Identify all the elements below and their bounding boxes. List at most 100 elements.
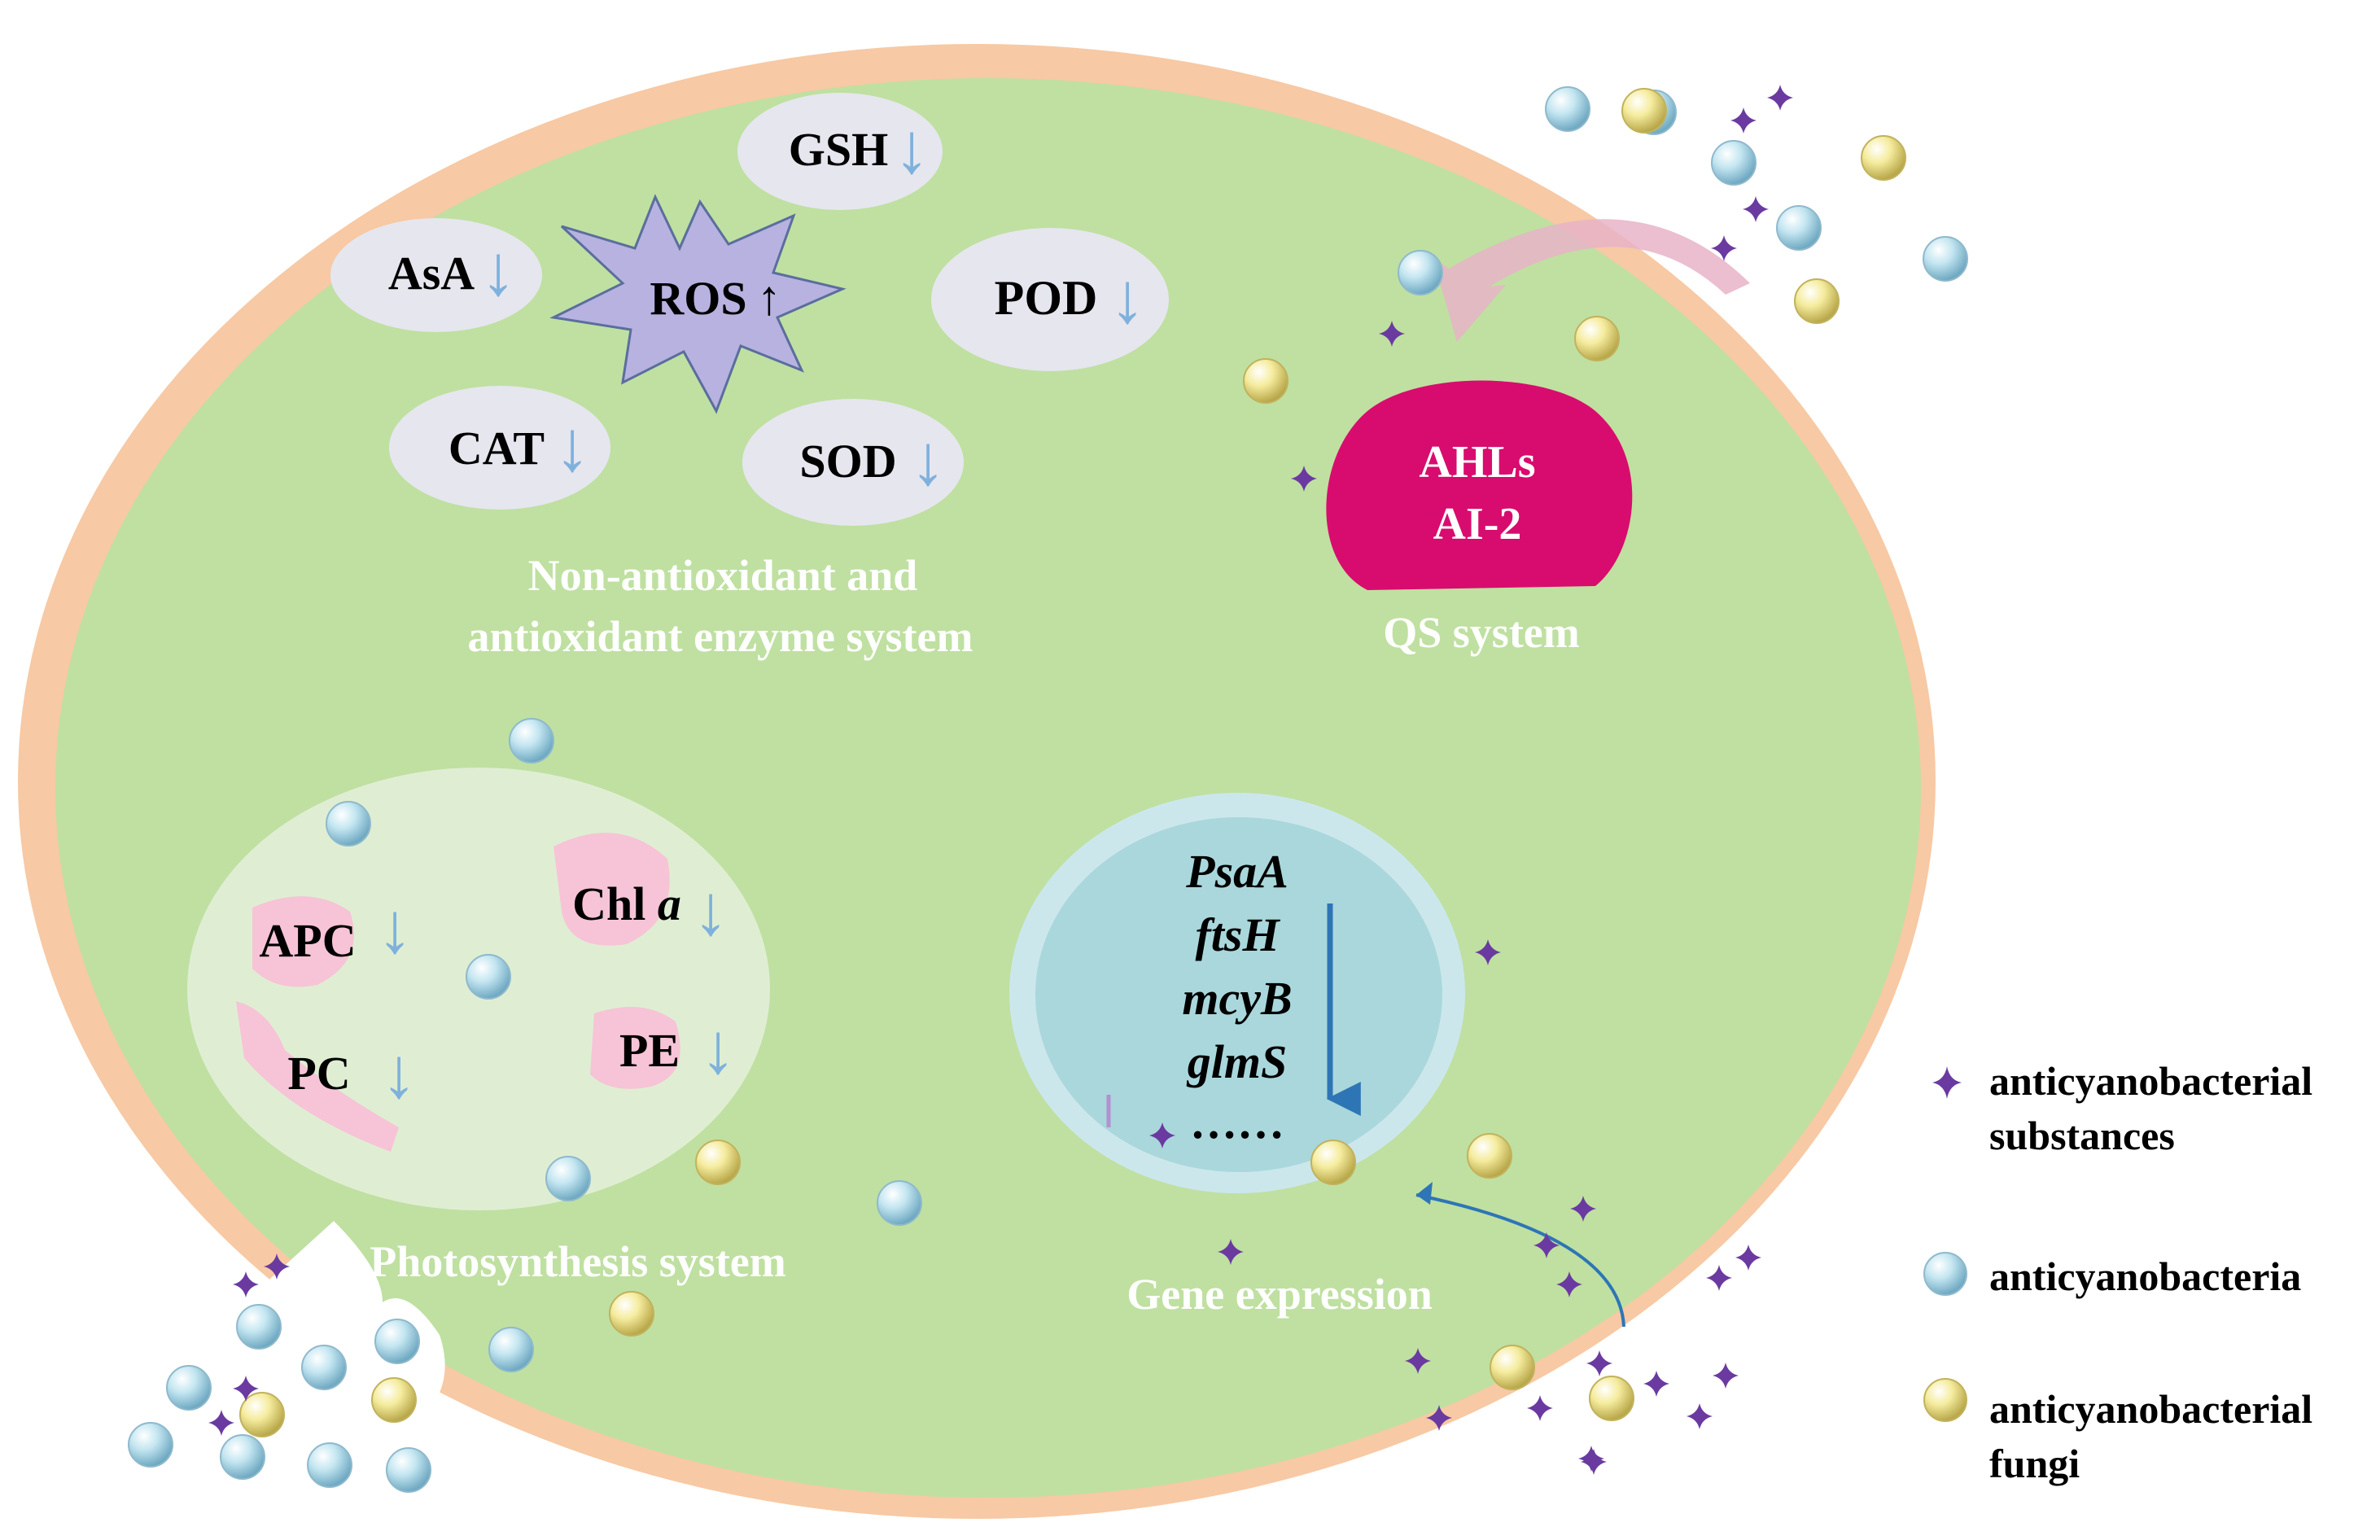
anticyanobacteria-sphere [877, 1180, 922, 1226]
anticyanobacterial-substance-star [1743, 196, 1769, 222]
anticyanobacteria-sphere [326, 801, 371, 847]
gene-psaa: PsaA [1185, 845, 1288, 898]
pe-down-arrow: ↓ [700, 1010, 736, 1089]
gsh-ellipse [737, 93, 943, 210]
anticyanobacterial-substance-star [1581, 1449, 1607, 1475]
anticyanobacterial-substance-star [1767, 85, 1793, 111]
legend-anticyanobacteria-line1: anticyanobacteria [1989, 1253, 2301, 1299]
anticyanobacteria-sphere [1398, 250, 1443, 295]
gene-ftsh: ftsH [1195, 908, 1280, 961]
legend-item-fungi: anticyanobacterial fungi [1923, 1378, 2312, 1486]
pc-down-arrow: ↓ [381, 1035, 417, 1113]
sod-down-arrow: ↓ [910, 422, 946, 501]
cat-label: CAT [448, 422, 545, 475]
ros-up-arrow: ↑ [757, 271, 781, 325]
fungi-sphere [1467, 1133, 1512, 1179]
gene-expression-label: Gene expression [1127, 1270, 1433, 1319]
anticyanobacterial-substance-star [1556, 1271, 1582, 1297]
cat-down-arrow: ↓ [554, 408, 590, 487]
gene-expression: PsaA ftsH mcyB glmS …… Gene expression [1009, 793, 1625, 1328]
anticyanobacteria-sphere [301, 1345, 347, 1390]
qs-influx-arrow [1433, 219, 1750, 342]
qs-receptor [1326, 380, 1633, 590]
anticyanobacteria-sphere [1545, 86, 1590, 132]
anticyanobacterial-substance-star [1735, 1245, 1761, 1271]
legend-yellow-sphere-icon [1923, 1378, 1967, 1422]
gene-ellipsis: …… [1190, 1096, 1284, 1148]
pe-pigment [590, 1007, 680, 1089]
anticyanobacterial-substance-star [1706, 1265, 1732, 1291]
asa-down-arrow: ↓ [480, 232, 516, 311]
anticyanobacteria-sphere [1711, 140, 1757, 186]
legend-substances-line2: substances [1989, 1113, 2175, 1158]
qs-molecule-ahls: AHLs [1419, 437, 1535, 488]
qs-molecule-ai2: AI-2 [1433, 499, 1522, 549]
enzyme-system: ROS ↑ GSH ↓ AsA ↓ POD ↓ CAT ↓ SOD ↓ Non-… [330, 93, 1169, 661]
apc-pigment [252, 896, 354, 987]
gene-glms: glmS [1186, 1035, 1288, 1088]
legend: anticyanobacterial substances anticyanob… [1923, 1058, 2312, 1486]
anticyanobacterial-substance-star [233, 1271, 259, 1297]
pc-label: PC [287, 1047, 350, 1100]
asa-ellipse [330, 218, 542, 332]
chl-label: Chl a [572, 877, 681, 930]
fungi-sphere [609, 1291, 654, 1337]
anticyanobacteria-sphere [236, 1304, 282, 1350]
apc-down-arrow: ↓ [377, 890, 413, 969]
anticyanobacteria-sphere [128, 1422, 173, 1468]
fungi-sphere [1589, 1376, 1634, 1421]
pc-pigment [236, 1001, 399, 1152]
gsh-down-arrow: ↓ [894, 110, 930, 189]
enzyme-system-label-line1: Non-antioxidant and [528, 551, 918, 600]
chl-down-arrow: ↓ [693, 872, 728, 951]
anticyanobacteria-sphere [166, 1365, 212, 1411]
pod-ellipse [931, 228, 1169, 371]
anticyanobacteria-sphere [488, 1327, 534, 1372]
anticyanobacteria-sphere [374, 1319, 420, 1364]
anticyanobacteria-sphere [386, 1447, 431, 1493]
anticyanobacterial-substance-star [1475, 939, 1501, 965]
fungi-sphere [1574, 316, 1620, 361]
anticyanobacterial-substance-star [1405, 1348, 1431, 1374]
legend-fungi-line1: anticyanobacterial [1989, 1386, 2312, 1432]
uptake-arrow [1415, 1193, 1625, 1328]
qs-system-label: QS system [1383, 608, 1580, 657]
legend-star-icon [1932, 1066, 1962, 1099]
anticyanobacterial-substance-star [264, 1253, 290, 1280]
fungi-sphere [1621, 88, 1667, 133]
anticyanobacterial-substance-star [1291, 466, 1317, 492]
legend-fungi-line2: fungi [1989, 1441, 2080, 1486]
cat-ellipse [389, 386, 610, 510]
anticyanobacterial-substance-star [1379, 321, 1405, 347]
anticyanobacterial-substance-star [1711, 235, 1737, 261]
legend-blue-sphere-icon [1923, 1252, 1967, 1296]
anticyanobacterial-substance-star [1643, 1371, 1669, 1397]
anticyanobacterial-substance-star [1527, 1395, 1553, 1421]
anticyanobacteria-sphere [545, 1156, 591, 1201]
apc-label: APC [259, 914, 356, 967]
pod-down-arrow: ↓ [1109, 260, 1145, 339]
sod-label: SOD [799, 435, 896, 488]
fungi-sphere [1243, 358, 1288, 404]
gene-mcyb: mcyB [1182, 972, 1292, 1025]
asa-label: AsA [388, 247, 475, 300]
anticyanobacteria-sphere [466, 954, 511, 1000]
chl-pigment [553, 833, 670, 946]
legend-item-substances: anticyanobacterial substances [1932, 1058, 2312, 1158]
anticyanobacteria-sphere [307, 1442, 352, 1488]
gsh-label: GSH [789, 123, 889, 176]
anticyanobacterial-substance-star [1586, 1350, 1612, 1376]
ros-star [549, 194, 847, 414]
fungi-sphere [1861, 135, 1906, 181]
legend-substances-line1: anticyanobacterial [1989, 1058, 2312, 1104]
anticyanobacterial-substance-star [1533, 1232, 1560, 1258]
fungi-sphere [1490, 1345, 1535, 1390]
anticyanobacterial-substance-star [1149, 1122, 1175, 1148]
anticyanobacteria-sphere [1923, 236, 1968, 282]
fungi-sphere [371, 1377, 417, 1423]
anticyanobacterial-substance-star [1730, 107, 1757, 133]
anticyanobacteria-sphere [220, 1434, 265, 1480]
pe-label: PE [619, 1024, 680, 1077]
anticyanobacterial-substance-star [208, 1410, 234, 1436]
